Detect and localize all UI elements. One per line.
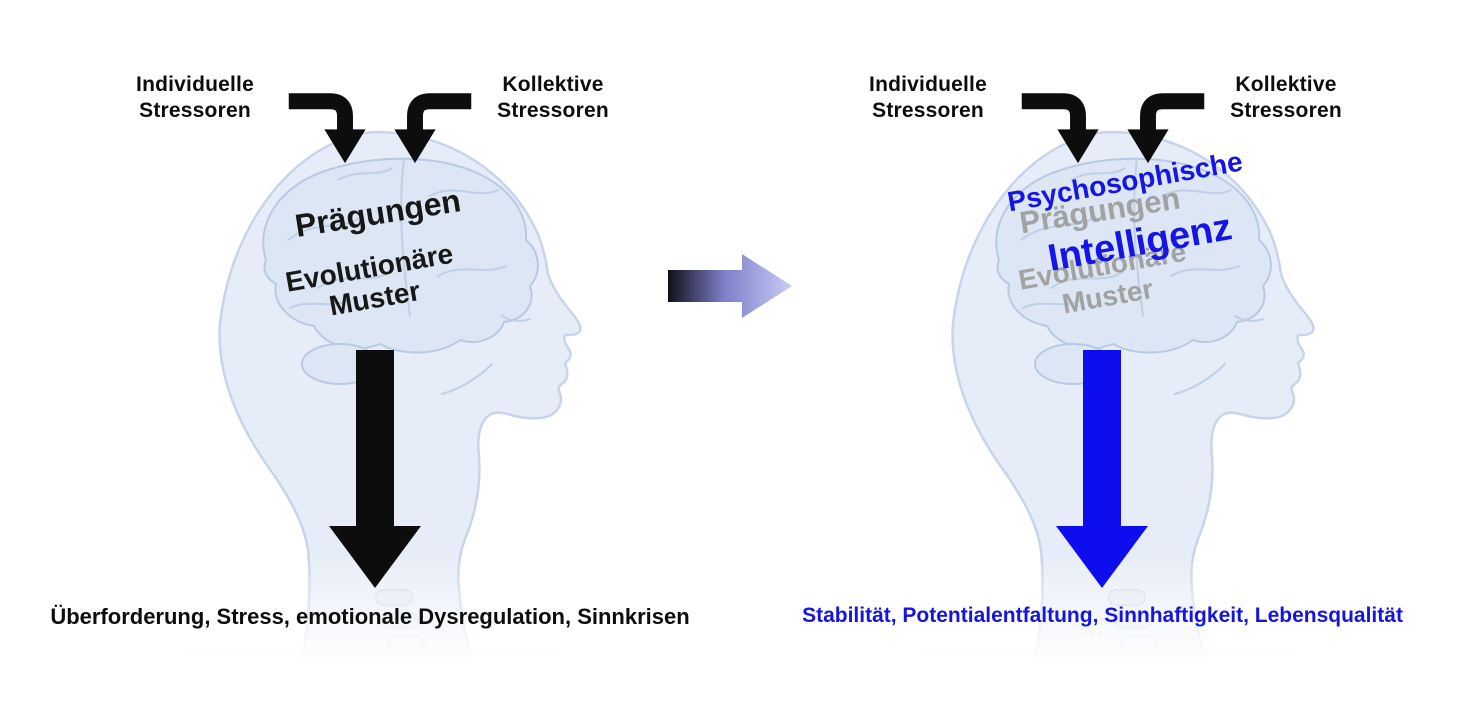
collective-stressors-label: Kollektive Stressoren — [1230, 73, 1342, 122]
collective-stressors-label: Kollektive Stressoren — [497, 73, 609, 122]
bent-down-arrow-icon — [285, 88, 375, 167]
outcome-text-negative: Überforderung, Stress, emotionale Dysreg… — [50, 604, 690, 629]
bottom-fade — [140, 552, 630, 692]
bent-down-arrow-icon — [385, 88, 475, 167]
big-down-arrow-icon — [325, 350, 425, 590]
bent-down-arrow-icon — [1018, 88, 1108, 167]
bottom-fade — [873, 552, 1363, 692]
individual-stressors-label: Individuelle Stressoren — [869, 73, 987, 122]
outcome-text-positive: Stabilität, Potentialentfaltung, Sinnhaf… — [802, 604, 1403, 627]
transition-arrow-icon — [668, 254, 792, 318]
individual-stressors-label: Individuelle Stressoren — [136, 73, 254, 122]
big-down-arrow-icon — [1052, 350, 1152, 590]
